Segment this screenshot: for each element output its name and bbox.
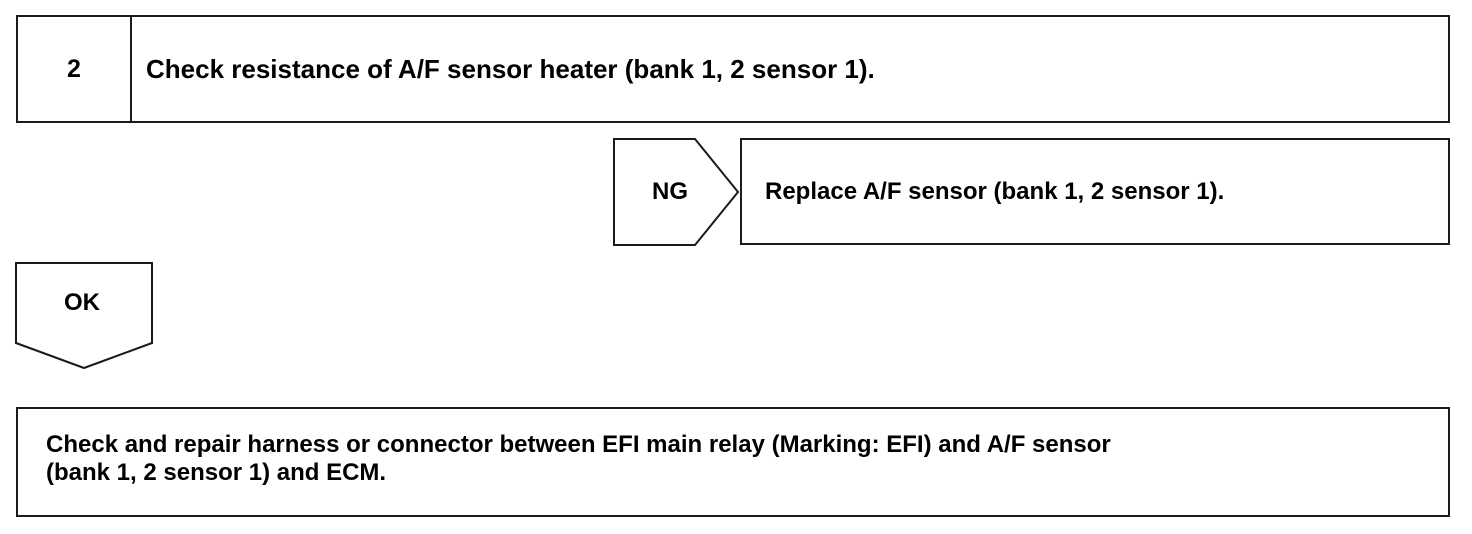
ng-arrow-shape	[613, 138, 740, 246]
ng-action-text: Replace A/F sensor (bank 1, 2 sensor 1).	[765, 177, 1225, 205]
ok-arrow-shape	[15, 262, 153, 370]
step-title: Check resistance of A/F sensor heater (b…	[146, 53, 875, 84]
ng-label: NG	[652, 178, 688, 205]
repair-text-line-1: Check and repair harness or connector be…	[46, 431, 1111, 458]
check-step-box: 2 Check resistance of A/F sensor heater …	[16, 15, 1450, 123]
step-number: 2	[18, 17, 132, 121]
repair-text-line-2: (bank 1, 2 sensor 1) and ECM.	[46, 459, 387, 486]
ng-action-box: Replace A/F sensor (bank 1, 2 sensor 1).	[740, 138, 1450, 245]
repair-step-box: Check and repair harness or connector be…	[16, 407, 1450, 517]
ok-label: OK	[64, 289, 100, 316]
